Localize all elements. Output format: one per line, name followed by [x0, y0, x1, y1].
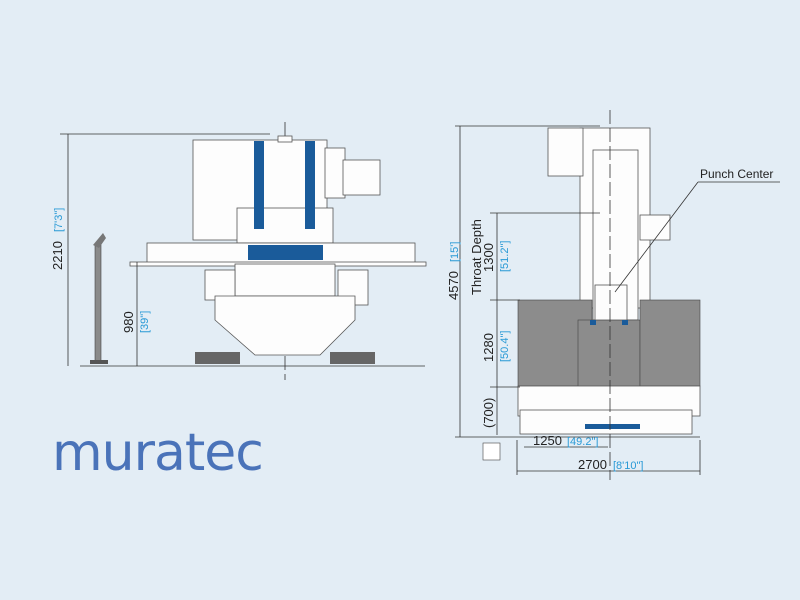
- throat-depth-label: Throat Depth: [469, 219, 484, 295]
- throat-depth: 1300: [481, 243, 496, 272]
- half-width-imperial: [49.2"]: [567, 436, 598, 448]
- overall-width-imperial: [8'10"]: [613, 460, 643, 472]
- overall-height: 2210: [50, 241, 65, 270]
- overall-depth: 4570: [446, 271, 461, 300]
- front-view: 2210 [7'3"] 980 [39"]: [50, 122, 427, 380]
- overall-depth-imperial: [15']: [449, 242, 461, 262]
- table-height: 980: [121, 311, 136, 333]
- overall-height-imperial: [7'3"]: [53, 208, 65, 232]
- side-view: 4570 [15'] Throat Depth 1300 [51.2"] 128…: [446, 110, 780, 480]
- overall-width: 2700: [578, 457, 607, 472]
- table-depth-imperial: [50.4"]: [499, 331, 511, 362]
- right-table: [639, 299, 701, 387]
- table-depth: 1280: [481, 333, 496, 362]
- muratec-logo: muratec: [52, 423, 263, 483]
- front-depth: (700): [481, 398, 496, 428]
- throat-depth-imperial: [51.2"]: [499, 241, 511, 272]
- operator-panel-icon: [482, 442, 501, 461]
- half-width: 1250: [533, 433, 562, 448]
- punch-center-label: Punch Center: [700, 167, 773, 181]
- table-height-imperial: [39"]: [139, 311, 151, 333]
- punch-center-leader: [614, 181, 699, 293]
- control-pedestal: [94, 244, 102, 364]
